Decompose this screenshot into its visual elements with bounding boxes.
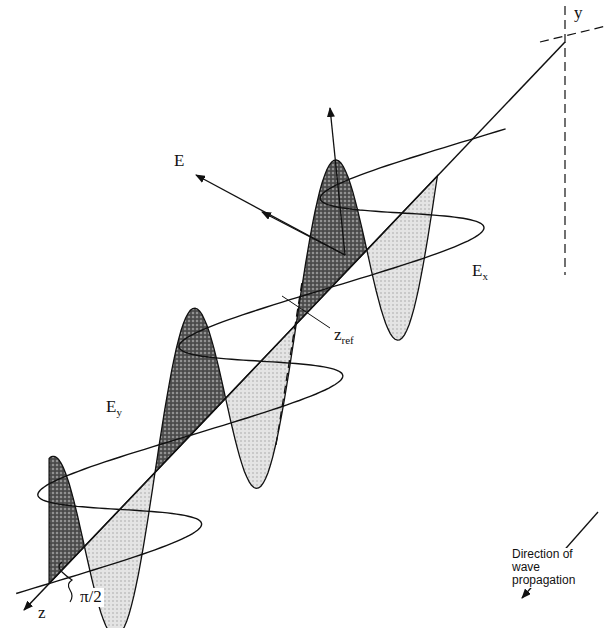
field-vector (330, 108, 345, 255)
field-vector (196, 175, 345, 255)
x-axis (540, 26, 606, 42)
brace (59, 562, 72, 602)
field-vector (262, 212, 345, 255)
direction-note: Direction of wave propagation (510, 548, 604, 588)
axis-label: z (36, 604, 48, 623)
wave-curves (16, 129, 505, 628)
ey-lobe (367, 176, 438, 340)
reference-label: zref (332, 326, 356, 346)
axis-label: y (572, 4, 585, 23)
field-label: E (172, 152, 186, 171)
field-label: Ex (470, 262, 490, 282)
z-axis (24, 42, 565, 610)
field-label: Ey (104, 398, 124, 418)
ey-lobe (226, 324, 297, 488)
ey-lobe (296, 160, 367, 324)
leader-line (282, 296, 330, 328)
y-axis (564, 6, 565, 275)
phase-label: π/2 (78, 588, 104, 607)
ey-lobe (155, 308, 226, 472)
